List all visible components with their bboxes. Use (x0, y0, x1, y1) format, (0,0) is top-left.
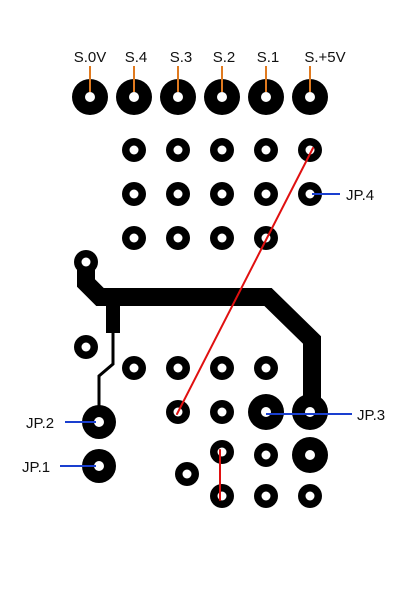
pad (122, 226, 146, 250)
thin-trace-jp2 (97, 333, 115, 420)
pad (166, 182, 190, 206)
pad-jp1 (82, 449, 116, 483)
jumper-label-jp1: JP.1 (22, 459, 50, 476)
pad (166, 226, 190, 250)
header-labels: S.0V S.4 S.3 S.2 S.1 S.+5V (74, 49, 346, 66)
pad (210, 400, 234, 424)
pad (210, 484, 234, 508)
header-label-s0v: S.0V (74, 49, 107, 66)
wire-link-diagonal (176, 147, 314, 415)
pad-jp4 (298, 182, 322, 206)
pad-jp3-b (292, 394, 328, 430)
wire-links (176, 147, 314, 501)
pad (122, 138, 146, 162)
header-pad-s5v (292, 79, 328, 115)
header-label-s1: S.1 (257, 49, 280, 66)
pad (254, 138, 278, 162)
pad (254, 356, 278, 380)
header-label-s4: S.4 (125, 49, 148, 66)
pad-grid (74, 138, 328, 508)
pad (122, 182, 146, 206)
pad (166, 356, 190, 380)
header-leaders (89, 66, 311, 92)
pad (210, 182, 234, 206)
jumper-label-jp3: JP.3 (357, 407, 385, 424)
pad (166, 138, 190, 162)
jumper-labels: JP.4 JP.3 JP.2 JP.1 (22, 187, 385, 476)
jumper-leaders (60, 193, 352, 467)
header-pads (72, 79, 328, 115)
main-trace (77, 262, 321, 412)
jumper-label-jp4: JP.4 (346, 187, 374, 204)
header-label-s2: S.2 (213, 49, 236, 66)
header-label-s5v: S.+5V (304, 49, 345, 66)
pad (298, 484, 322, 508)
copper-traces (77, 262, 321, 420)
header-pad-s1 (248, 79, 284, 115)
pad (298, 138, 322, 162)
pad (210, 440, 234, 464)
pad (254, 484, 278, 508)
pad (74, 335, 98, 359)
pad-jp3-a (248, 394, 284, 430)
header-label-s3: S.3 (170, 49, 193, 66)
pad-trace-start (74, 250, 98, 274)
pad (210, 226, 234, 250)
header-pad-s0v (72, 79, 108, 115)
header-pad-s4 (116, 79, 152, 115)
pad (254, 443, 278, 467)
pad (210, 138, 234, 162)
pad-jp2 (82, 405, 116, 439)
header-pad-s3 (160, 79, 196, 115)
pad (210, 356, 234, 380)
jumper-label-jp2: JP.2 (26, 415, 54, 432)
pad (122, 356, 146, 380)
header-pad-s2 (204, 79, 240, 115)
pad (292, 437, 328, 473)
pad (175, 462, 199, 486)
pad (254, 182, 278, 206)
